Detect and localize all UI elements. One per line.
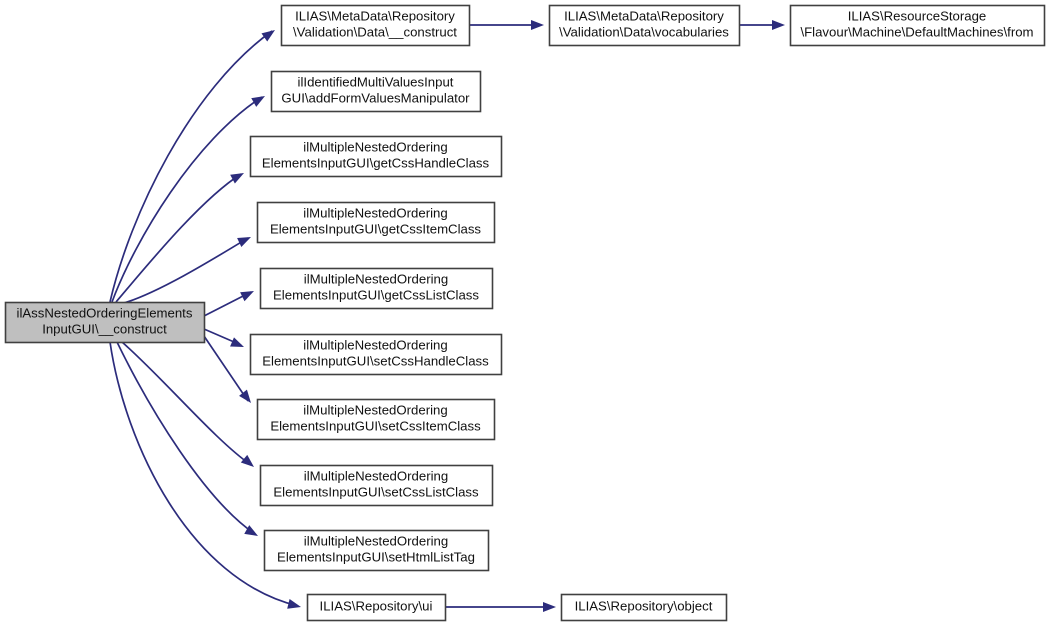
node-box[interactable] <box>259 267 494 310</box>
edge-root-to-n3 <box>115 173 242 303</box>
graph-node-n8[interactable]: ilMultipleNestedOrderingElementsInputGUI… <box>259 464 494 507</box>
node-box[interactable] <box>249 135 503 178</box>
graph-node-n5[interactable]: ilMultipleNestedOrderingElementsInputGUI… <box>259 267 494 310</box>
graph-node-root[interactable]: ilAssNestedOrderingElementsInputGUI\__co… <box>4 301 206 344</box>
node-box[interactable] <box>280 4 471 47</box>
node-label-line: ElementsInputGUI\setCssItemClass <box>270 418 481 433</box>
arrowhead-root-n3 <box>230 173 244 184</box>
node-label-line: ilMultipleNestedOrdering <box>303 337 447 352</box>
node-label-line: ilIdentifiedMultiValuesInput <box>298 74 454 89</box>
node-box[interactable] <box>259 464 494 507</box>
node-box[interactable] <box>548 4 741 47</box>
node-box[interactable] <box>4 301 206 344</box>
node-label-line: ILIAS\Repository\object <box>575 598 713 613</box>
arrowheads-layer <box>230 20 785 612</box>
arrowhead-root-n6 <box>230 337 244 347</box>
node-label-line: ElementsInputGUI\setCssListClass <box>273 484 479 499</box>
nodes-layer: ilAssNestedOrderingElementsInputGUI\__co… <box>4 4 1046 622</box>
edge-root-to-n7 <box>203 335 249 402</box>
edge-root-to-n10 <box>109 341 299 607</box>
node-label-line: ILIAS\ResourceStorage <box>848 8 987 23</box>
node-box[interactable] <box>249 333 503 376</box>
node-label-line: ElementsInputGUI\setCssHandleClass <box>262 353 489 368</box>
graph-node-n9[interactable]: ilMultipleNestedOrderingElementsInputGUI… <box>263 529 490 572</box>
node-label-line: ilMultipleNestedOrdering <box>303 139 447 154</box>
node-label-line: ElementsInputGUI\getCssItemClass <box>270 221 481 236</box>
node-label-line: \Validation\Data\vocabularies <box>559 24 729 39</box>
node-label-line: ilMultipleNestedOrdering <box>304 271 448 286</box>
graph-node-n7[interactable]: ilMultipleNestedOrderingElementsInputGUI… <box>256 398 496 441</box>
node-label-line: ILIAS\MetaData\Repository <box>295 8 455 23</box>
graph-node-n13[interactable]: ILIAS\Repository\object <box>560 593 728 622</box>
edge-root-to-n2 <box>111 96 263 303</box>
arrowhead-n11-n12 <box>772 20 785 30</box>
node-label-line: \Validation\Data\__construct <box>293 24 457 39</box>
node-box[interactable] <box>263 529 490 572</box>
graph-node-n2[interactable]: ilIdentifiedMultiValuesInputGUI\addFormV… <box>270 70 482 113</box>
graph-node-n3[interactable]: ilMultipleNestedOrderingElementsInputGUI… <box>249 135 503 178</box>
arrowhead-root-n10 <box>287 599 301 609</box>
graph-node-n4[interactable]: ilMultipleNestedOrderingElementsInputGUI… <box>256 201 496 244</box>
edge-root-to-n9 <box>116 341 256 535</box>
node-box[interactable] <box>270 70 482 113</box>
graph-node-n11[interactable]: ILIAS\MetaData\Repository\Validation\Dat… <box>548 4 741 47</box>
arrowhead-root-n4 <box>237 237 251 248</box>
arrowhead-root-n7 <box>239 389 251 403</box>
arrowhead-root-n2 <box>251 96 265 107</box>
arrowhead-root-n8 <box>240 454 254 467</box>
node-label-line: \Flavour\Machine\DefaultMachines\from <box>800 24 1033 39</box>
node-label-line: ElementsInputGUI\getCssListClass <box>273 287 479 302</box>
node-label-line: ilAssNestedOrderingElements <box>17 305 193 320</box>
arrowhead-root-n1 <box>261 30 275 42</box>
graph-node-n1[interactable]: ILIAS\MetaData\Repository\Validation\Dat… <box>280 4 471 47</box>
arrowhead-root-n9 <box>244 525 258 536</box>
node-label-line: ilMultipleNestedOrdering <box>303 402 447 417</box>
edge-root-to-n1 <box>109 30 273 303</box>
node-box[interactable] <box>256 398 496 441</box>
node-label-line: ILIAS\Repository\ui <box>320 598 433 613</box>
edge-root-to-n4 <box>123 237 249 304</box>
node-box[interactable] <box>789 4 1046 47</box>
node-label-line: ElementsInputGUI\setHtmlListTag <box>277 549 475 564</box>
edges-layer <box>109 24 781 608</box>
graph-node-n12[interactable]: ILIAS\ResourceStorage\Flavour\Machine\De… <box>789 4 1046 47</box>
node-label-line: ilMultipleNestedOrdering <box>303 205 447 220</box>
node-box[interactable] <box>560 593 728 622</box>
node-label-line: InputGUI\__construct <box>42 321 167 336</box>
node-box[interactable] <box>256 201 496 244</box>
node-label-line: ILIAS\MetaData\Repository <box>564 8 724 23</box>
arrowhead-n1-n11 <box>531 20 544 30</box>
node-box[interactable] <box>306 593 447 622</box>
edge-root-to-n8 <box>121 341 252 466</box>
arrowhead-n10-n13 <box>543 602 556 612</box>
node-label-line: ElementsInputGUI\getCssHandleClass <box>262 155 490 170</box>
graph-node-n10[interactable]: ILIAS\Repository\ui <box>306 593 447 622</box>
graph-node-n6[interactable]: ilMultipleNestedOrderingElementsInputGUI… <box>249 333 503 376</box>
node-label-line: ilMultipleNestedOrdering <box>304 468 448 483</box>
node-label-line: GUI\addFormValuesManipulator <box>281 90 470 105</box>
node-label-line: ilMultipleNestedOrdering <box>304 533 448 548</box>
arrowhead-root-n5 <box>240 291 254 302</box>
